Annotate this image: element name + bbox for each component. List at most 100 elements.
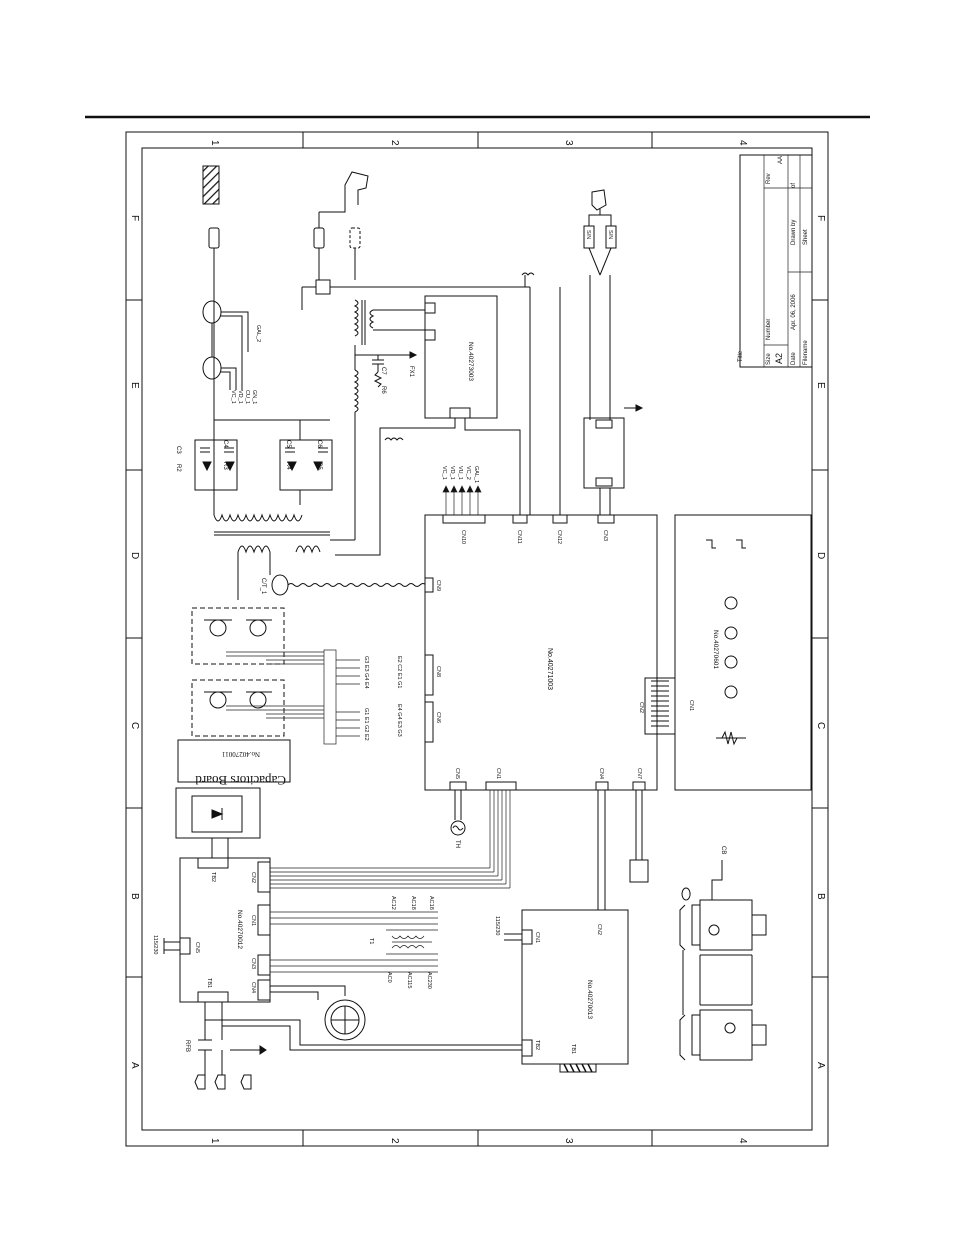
sig-gn1-left: GN_1	[251, 390, 257, 404]
sig-vc1-left: VC_1	[230, 390, 236, 404]
tb-sheet-label: Sheet	[803, 229, 809, 245]
zone-ticks	[126, 132, 828, 1146]
sn-connector	[583, 189, 617, 420]
sig-gal2: GAL_2	[255, 325, 261, 342]
tb-date-label: Date	[791, 352, 797, 365]
bridge-rectifier	[175, 787, 261, 860]
title-block: Title Size A2 Number Rev AA Date Apr. 06…	[738, 154, 813, 368]
zone-col-4-top: 4	[737, 140, 748, 146]
display-board-no: No.40270601	[712, 630, 719, 669]
t1-wiring	[270, 911, 438, 973]
sig-cn10-vc1: VC_1	[441, 466, 447, 480]
conn-cn3: CN3	[602, 530, 608, 541]
aux-tb2-header	[521, 1039, 533, 1057]
upper-board	[424, 295, 498, 419]
sig-ac0: AC0	[386, 972, 392, 983]
zone-row-c-right: C	[815, 722, 826, 729]
tb-rev-value: AA	[778, 156, 784, 164]
zone-col-3-bottom: 3	[563, 1138, 574, 1144]
zone-row-a-left: A	[129, 1062, 140, 1069]
comp-c3: C3	[175, 446, 181, 454]
comp-c6: C6	[316, 440, 322, 448]
sig-ac18-b: AC18	[428, 896, 434, 910]
mains-input	[194, 1002, 522, 1090]
comp-r4: R4	[285, 462, 291, 470]
sig-t1: T1	[368, 938, 374, 944]
upper-board-conn-b	[424, 329, 436, 341]
upper-board-conn-a	[424, 302, 436, 314]
aux-tb1-header	[559, 1063, 597, 1073]
power-cn4-header	[257, 979, 271, 1001]
power-cn2-header	[257, 861, 271, 893]
zone-row-e-left: E	[129, 382, 140, 389]
power-cn5-header	[179, 937, 191, 955]
current-transformer	[271, 574, 427, 596]
power-conn-tb1: TB1	[206, 978, 212, 988]
zone-row-a-right: A	[815, 1062, 826, 1069]
zone-col-2-top: 2	[389, 140, 400, 146]
top-wiring	[330, 272, 561, 556]
sig-cn10-vd1: VD_1	[449, 466, 455, 480]
sig-cn10-vc2: VC_2	[465, 466, 471, 480]
zone-col-1-top: 1	[209, 140, 220, 146]
cn4-cn7-wiring	[595, 790, 649, 919]
upper-board-no: No.40273003	[467, 342, 474, 381]
comp-c5: C5	[285, 440, 291, 448]
gas-valve	[583, 404, 644, 515]
display-cn1-ribbon	[644, 677, 676, 735]
main-board	[424, 514, 658, 791]
zone-row-e-right: E	[815, 382, 826, 389]
sig-ct1: C/T_1	[260, 578, 266, 595]
cn8-header	[424, 654, 434, 696]
upper-board-conn-c	[449, 407, 471, 419]
conn-cn12: CN12	[556, 530, 562, 544]
aux-conn-cn1: CN1	[534, 932, 540, 943]
sig-115-230-b: 115/230	[494, 916, 500, 935]
zone-row-c-left: C	[129, 722, 140, 729]
main-transformer	[213, 513, 330, 600]
aux-conn-tb2: TB2	[534, 1040, 540, 1050]
sig-cu1-left: CU_1	[244, 390, 250, 404]
conn-cn5: CN5	[454, 768, 460, 779]
main-to-power-wiring	[270, 790, 511, 889]
cn9-header	[424, 577, 434, 593]
cn3-header	[597, 514, 615, 524]
thermistor	[450, 790, 466, 836]
capacitors-board	[177, 739, 291, 783]
zone-col-1-bottom: 1	[209, 1138, 220, 1144]
sig-ac115: AC115	[406, 972, 412, 988]
comp-c7: C7	[380, 367, 386, 375]
outer-frame	[125, 131, 829, 1147]
cn5-header	[449, 781, 467, 791]
sig-rfb: RFB	[184, 1040, 190, 1052]
cn11-header	[512, 514, 528, 524]
sig-ac12: AC12	[390, 896, 396, 910]
sig-cn8: E2 C2 E1 G1	[396, 656, 402, 688]
comp-r2: R2	[175, 464, 181, 472]
current-sensors	[202, 300, 249, 390]
hf-coupling-block	[301, 279, 530, 310]
igbt-module-lower	[191, 679, 285, 737]
cn6-header	[424, 701, 434, 743]
power-conn-cn3: CN3	[250, 958, 256, 969]
comp-c4: C4	[222, 440, 228, 448]
caps-board-title: Capacitors Board	[195, 773, 286, 788]
tb-size-label: Size	[766, 353, 772, 365]
snubber-network	[194, 419, 333, 505]
conn-cn2: CN2	[638, 702, 644, 713]
zone-row-f-left: F	[129, 215, 140, 221]
tb-sheet-value: of	[791, 183, 797, 188]
cn7-header	[632, 781, 646, 791]
power-tb2-header	[197, 857, 229, 869]
zone-row-b-right: B	[815, 893, 826, 900]
cn4-header	[595, 781, 609, 791]
cn1-header	[485, 781, 517, 791]
power-cn1-header	[257, 904, 271, 936]
sig-cn10-gal1: GAL_1	[473, 466, 479, 483]
tb-filename-label: Filename	[803, 340, 809, 365]
conn-cn4: CN4	[598, 768, 604, 779]
output-terminals	[208, 171, 369, 515]
zone-col-3-top: 3	[563, 140, 574, 146]
conn-cn8: CN8	[435, 666, 441, 677]
tb-rev-label: Rev	[766, 173, 772, 184]
